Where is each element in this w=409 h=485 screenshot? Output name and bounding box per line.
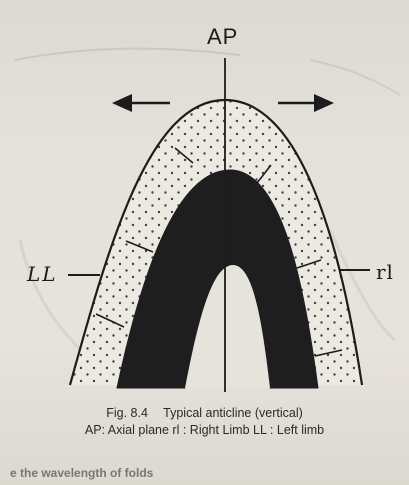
figure-title: Typical anticline (vertical) [163, 406, 303, 420]
left-limb-label: LL [27, 262, 58, 286]
figure-caption: Fig. 8.4 Typical anticline (vertical) [0, 406, 409, 420]
axial-plane-label: AP [207, 24, 238, 50]
left-arrow [112, 94, 170, 112]
right-limb-label: rl [376, 260, 394, 284]
figure-number: Fig. 8.4 [106, 406, 148, 420]
figure-legend: AP: Axial plane rl : Right Limb LL : Lef… [0, 423, 409, 437]
right-arrow [278, 94, 334, 112]
section-heading: e the wavelength of folds [10, 466, 153, 480]
